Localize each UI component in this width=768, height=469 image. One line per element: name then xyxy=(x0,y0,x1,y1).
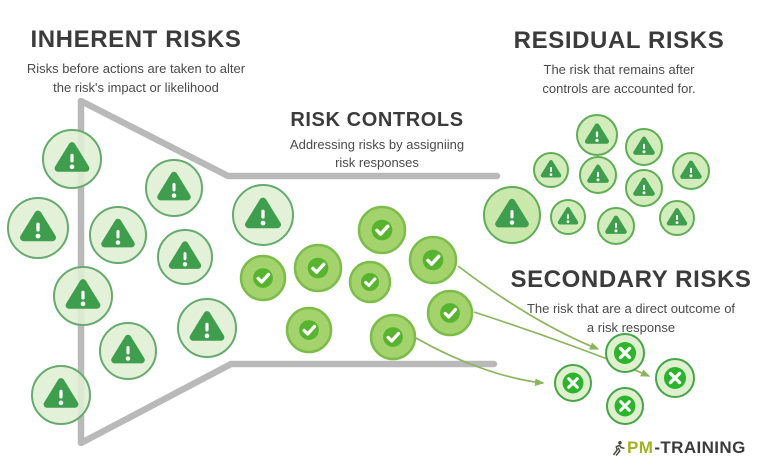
residual-risks-section: RESIDUAL RISKS The risk that remains aft… xyxy=(494,28,744,98)
residual-risk-node xyxy=(659,200,695,236)
residual-risks-subtitle-line2: controls are accounted for. xyxy=(542,80,696,96)
check-icon xyxy=(443,307,458,319)
runner-icon xyxy=(613,441,625,456)
inherent-risk-node xyxy=(232,184,294,246)
inherent-risks-subtitle: Risks before actions are taken to alter t… xyxy=(8,60,264,97)
secondary-risks-subtitle-line1: The risk that are a direct outcome of xyxy=(526,301,736,317)
risk-controls-title: RISK CONTROLS xyxy=(290,109,464,131)
controls-risk-node xyxy=(408,235,458,285)
controls-risk-node xyxy=(357,205,407,255)
residual-risk-node xyxy=(625,169,663,207)
risk-controls-subtitle: Addressing risks by assigniing risk respo… xyxy=(252,136,502,173)
residual-risks-title: RESIDUAL RISKS xyxy=(513,27,725,54)
inherent-risk-node xyxy=(177,298,237,358)
check-icon xyxy=(364,277,377,288)
logo-training-text: -TRAINING xyxy=(654,438,746,457)
secondary-risks-subtitle-line2: a risk response xyxy=(586,319,676,335)
residual-risk-node xyxy=(576,114,618,156)
check-icon xyxy=(302,324,317,336)
residual-risk-node xyxy=(483,186,541,244)
risk-controls-subtitle-line1: Addressing risks by assigniing xyxy=(289,137,465,152)
residual-risk-node xyxy=(579,156,617,194)
secondary-risk-node xyxy=(606,387,644,425)
inherent-risks-subtitle-line1: Risks before actions are taken to alter xyxy=(26,61,246,77)
inherent-risk-node xyxy=(89,206,147,264)
controls-risk-node xyxy=(285,306,333,354)
inherent-risks-section: INHERENT RISKS Risks before actions are … xyxy=(8,27,264,97)
inherent-risk-node xyxy=(145,159,203,217)
secondary-risk-arrow xyxy=(457,265,600,350)
residual-risk-node xyxy=(672,152,710,190)
x-icon xyxy=(618,346,632,360)
controls-risk-node xyxy=(369,313,417,361)
x-icon xyxy=(668,371,682,385)
inherent-risk-node xyxy=(42,129,102,189)
inherent-risk-node xyxy=(157,229,213,285)
controls-risk-node xyxy=(293,243,343,293)
x-icon xyxy=(619,400,631,412)
check-icon xyxy=(386,331,401,343)
inherent-risk-node xyxy=(53,266,113,326)
controls-risk-node xyxy=(426,289,474,337)
residual-risk-node xyxy=(550,199,586,235)
check-icon xyxy=(311,262,326,274)
check-icon xyxy=(426,254,441,266)
logo-pm-text: PM xyxy=(627,438,654,457)
secondary-risk-node xyxy=(655,358,695,398)
pm-training-logo: PM-TRAINING xyxy=(612,438,746,458)
secondary-risk-arrow xyxy=(415,337,545,386)
residual-risks-subtitle-line1: The risk that remains after xyxy=(543,62,695,78)
x-icon xyxy=(567,377,579,389)
secondary-risk-node xyxy=(554,364,592,402)
controls-risk-node xyxy=(239,254,287,302)
risk-controls-section: RISK CONTROLS Addressing risks by assign… xyxy=(252,110,502,173)
secondary-risks-section: SECONDARY RISKS The risk that are a dire… xyxy=(502,267,760,337)
inherent-risks-subtitle-line2: the risk's impact or likelihood xyxy=(53,79,219,95)
controls-risk-node xyxy=(348,260,392,304)
risk-controls-subtitle-line2: risk responses xyxy=(335,155,419,171)
secondary-risks-title: SECONDARY RISKS xyxy=(510,266,752,293)
check-icon xyxy=(256,272,271,284)
residual-risk-node xyxy=(597,207,635,245)
inherent-risk-node xyxy=(99,322,157,380)
residual-risk-node xyxy=(533,152,569,188)
inherent-risks-title: INHERENT RISKS xyxy=(30,26,242,53)
residual-risks-subtitle: The risk that remains after controls are … xyxy=(494,61,744,98)
secondary-risk-node xyxy=(605,333,645,373)
check-icon xyxy=(375,224,390,236)
secondary-risks-subtitle: The risk that are a direct outcome of a r… xyxy=(502,300,760,337)
inherent-risk-node xyxy=(31,365,91,425)
residual-risk-node xyxy=(625,128,663,166)
inherent-risk-node xyxy=(7,197,69,259)
